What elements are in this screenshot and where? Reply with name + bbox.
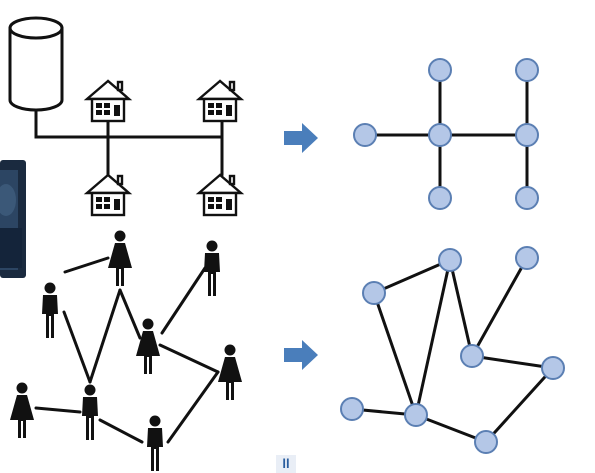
graph-node <box>515 246 539 270</box>
graph-node <box>428 123 452 147</box>
social-network-illustration <box>10 230 242 471</box>
graph-node <box>460 344 484 368</box>
wired-network-illustration <box>8 16 243 217</box>
house-icon <box>85 173 131 217</box>
person-icon <box>147 415 163 471</box>
arrow-right-icon <box>284 123 318 153</box>
database-cylinder-icon <box>8 16 64 112</box>
arrow-right-icon <box>284 340 318 370</box>
graph-node <box>541 356 565 380</box>
person-icon <box>10 382 34 438</box>
graph-node <box>438 248 462 272</box>
graph-node <box>353 123 377 147</box>
webcam-thumbnail <box>0 160 26 278</box>
person-icon <box>42 282 58 338</box>
tree-graph <box>353 58 539 210</box>
graph-node <box>340 397 364 421</box>
graph-node <box>515 58 539 82</box>
bus-wire <box>34 108 224 177</box>
graph-node <box>515 123 539 147</box>
graph-node <box>362 281 386 305</box>
toolbar-badge[interactable]: ll <box>276 455 296 473</box>
person-icon <box>204 240 220 296</box>
person-icon <box>136 318 160 374</box>
person-icon <box>218 344 242 400</box>
graph-node <box>474 430 498 454</box>
person-icon <box>108 230 132 286</box>
graph-node <box>515 186 539 210</box>
person-icon <box>82 384 98 440</box>
house-icon <box>197 79 243 123</box>
mesh-graph <box>340 246 565 454</box>
graph-node <box>428 186 452 210</box>
graph-node <box>428 58 452 82</box>
house-icon <box>85 79 131 123</box>
graph-node <box>404 403 428 427</box>
house-icon <box>197 173 243 217</box>
